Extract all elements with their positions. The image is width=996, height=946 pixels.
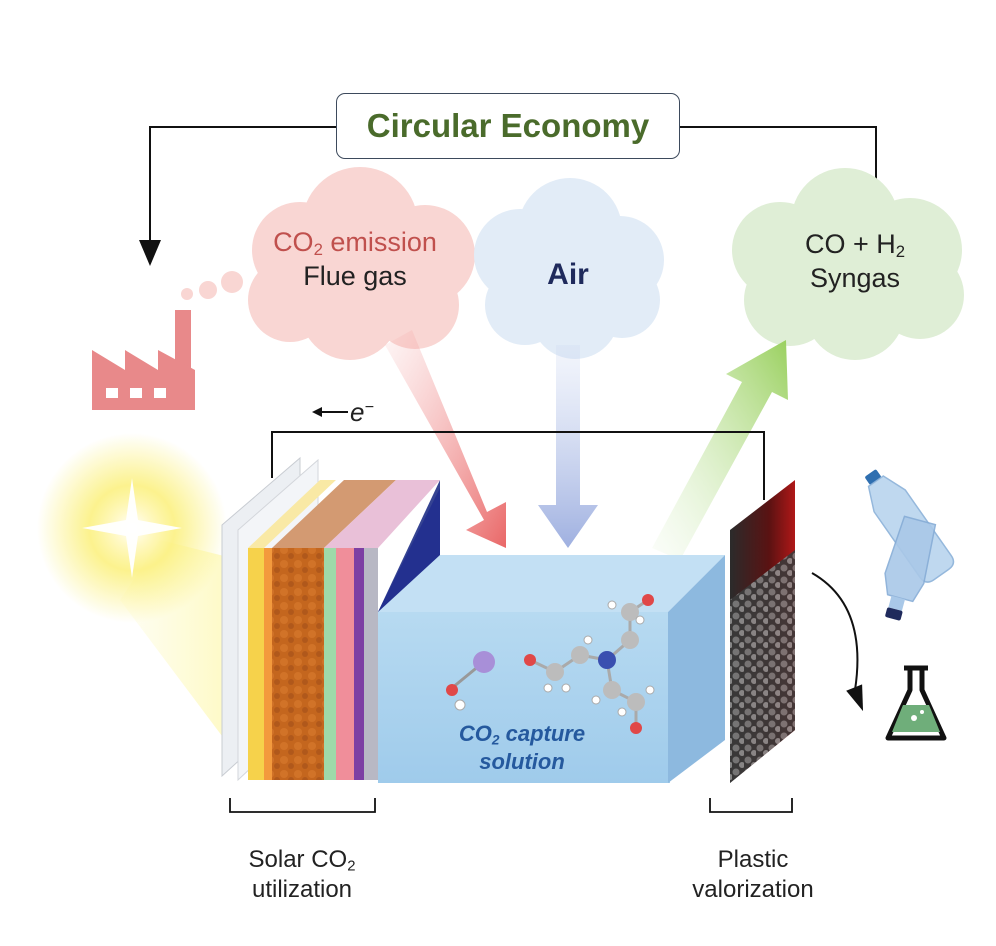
flue-gas-label: Flue gas: [303, 260, 407, 291]
sun-icon: [37, 433, 240, 760]
solar-cell-stack: [221, 456, 440, 782]
syngas-cloud: [732, 168, 964, 360]
air-arrow: [538, 345, 598, 548]
capture-solution-label: CO2 capture solution: [458, 721, 586, 774]
electron-label: e−: [350, 397, 374, 427]
emission-label: CO2 emission Flue gas: [235, 226, 475, 294]
molecule-icon: [446, 594, 655, 734]
electron-arrow: [312, 407, 348, 417]
electron-circuit: [271, 431, 765, 500]
capture-solution-liquid: [378, 555, 725, 612]
factory-icon: [92, 310, 195, 410]
emission-cloud: [181, 167, 475, 360]
circular-economy-title: Circular Economy: [336, 93, 680, 159]
syngas-arrow: [652, 340, 788, 560]
air-cloud: [474, 178, 664, 359]
flue-gas-arrow: [385, 330, 506, 548]
plastic-bottles-icon: [865, 469, 955, 621]
circular-loop-lines: [139, 126, 877, 266]
solar-utilization-label: Solar CO2 utilization: [248, 846, 356, 903]
air-label: Air: [547, 258, 589, 291]
flask-icon: [885, 665, 947, 741]
plastic-anode: [730, 480, 795, 783]
conversion-arrow: [811, 572, 859, 691]
plastic-bracket: [709, 798, 793, 813]
plastic-valorization-label: Plastic valorization: [692, 846, 814, 903]
loop-arrowhead: [139, 240, 161, 266]
solar-bracket: [229, 798, 376, 813]
syngas-label: CO + H2 Syngas: [804, 229, 906, 293]
